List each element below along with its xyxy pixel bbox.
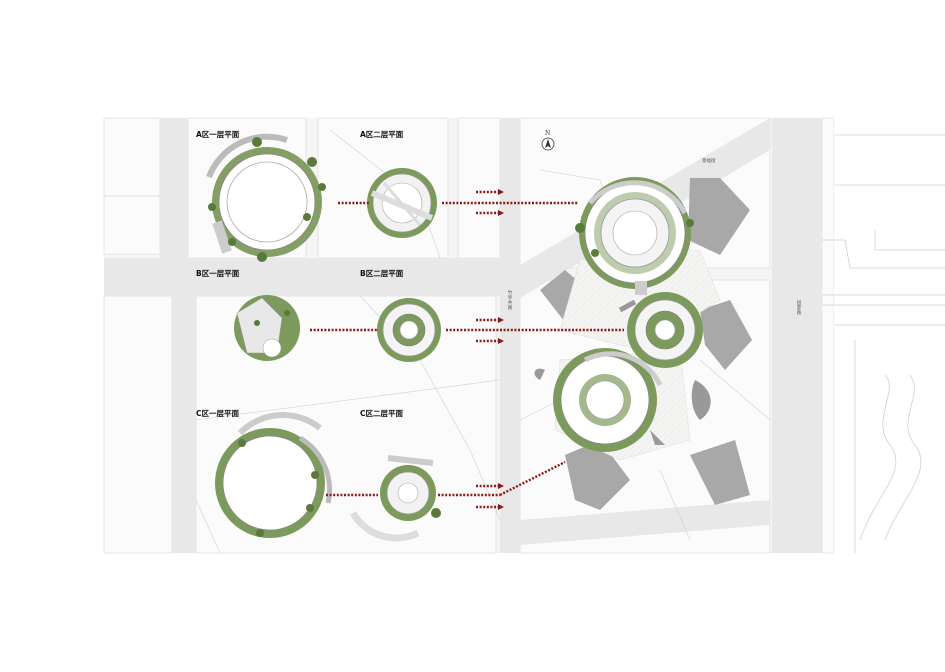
road-right-vertical (772, 118, 822, 553)
right-plot-roads (822, 134, 945, 553)
arrow-heads (498, 189, 504, 510)
north-arrow-icon (541, 137, 555, 151)
road-left-vertical (160, 118, 188, 296)
plan-b-floor1 (234, 295, 300, 361)
label-c-floor2: C区二层平面 (360, 409, 404, 418)
label-b-floor2: B区二层平面 (360, 269, 404, 278)
plan-c-floor2 (349, 455, 441, 542)
label-b-floor1: B区一层平面 (196, 269, 240, 278)
plan-a-floor2 (367, 168, 437, 238)
label-a-floor1: A区一层平面 (196, 130, 240, 139)
site-zone-b (618, 292, 703, 368)
road-middle-vertical (500, 118, 520, 553)
road-label-right: 园夏路 (796, 300, 801, 315)
site-zone-c (534, 348, 711, 452)
road-label-middle: 竹亭共路 (507, 290, 512, 310)
north-letter: N (545, 130, 551, 137)
plan-b-floor2 (377, 298, 441, 362)
road-bottom (520, 500, 770, 545)
site-zone-a (575, 177, 694, 295)
plan-a-floor1 (206, 133, 326, 262)
label-c-floor1: C区一层平面 (196, 409, 240, 418)
road-label-top-right: 景福街 (702, 159, 716, 164)
plan-c-floor1 (215, 412, 332, 538)
right-plot (834, 118, 945, 553)
road-left-lower (172, 296, 196, 553)
flow-arrows (310, 190, 624, 509)
label-a-floor2: A区二层平面 (360, 130, 404, 139)
arrow-c-to-site (499, 460, 566, 497)
